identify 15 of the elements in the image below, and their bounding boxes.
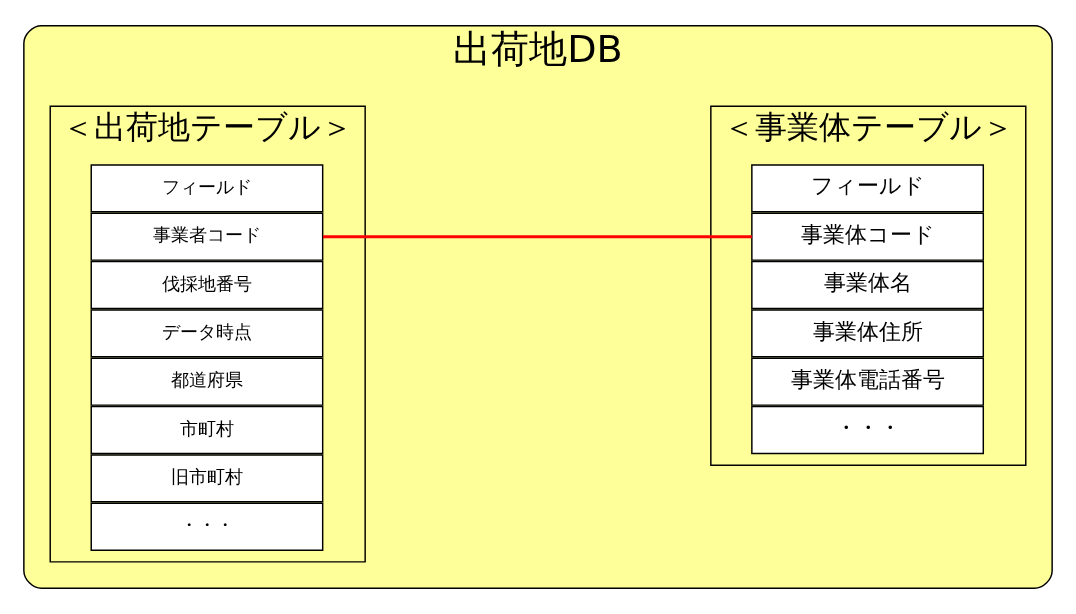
node-box: 事業体名: [751, 260, 985, 310]
node-box: 事業体電話番号: [751, 357, 985, 406]
node-box: ・・・: [90, 502, 324, 551]
connector: [323, 235, 752, 239]
node-box: フィールド: [751, 164, 985, 213]
node-box: 事業体コード: [751, 212, 985, 261]
node-box: 市町村: [90, 405, 324, 455]
node-box: 都道府県: [90, 357, 324, 406]
node-box: 事業者コード: [90, 212, 324, 261]
node-box: 旧市町村: [90, 454, 324, 503]
node-box: データ時点: [90, 309, 324, 358]
node-box: フィールド: [90, 164, 324, 213]
node-box: ・・・: [751, 405, 985, 455]
node-box: 事業体住所: [751, 309, 985, 358]
node-box: 伐採地番号: [90, 260, 324, 310]
